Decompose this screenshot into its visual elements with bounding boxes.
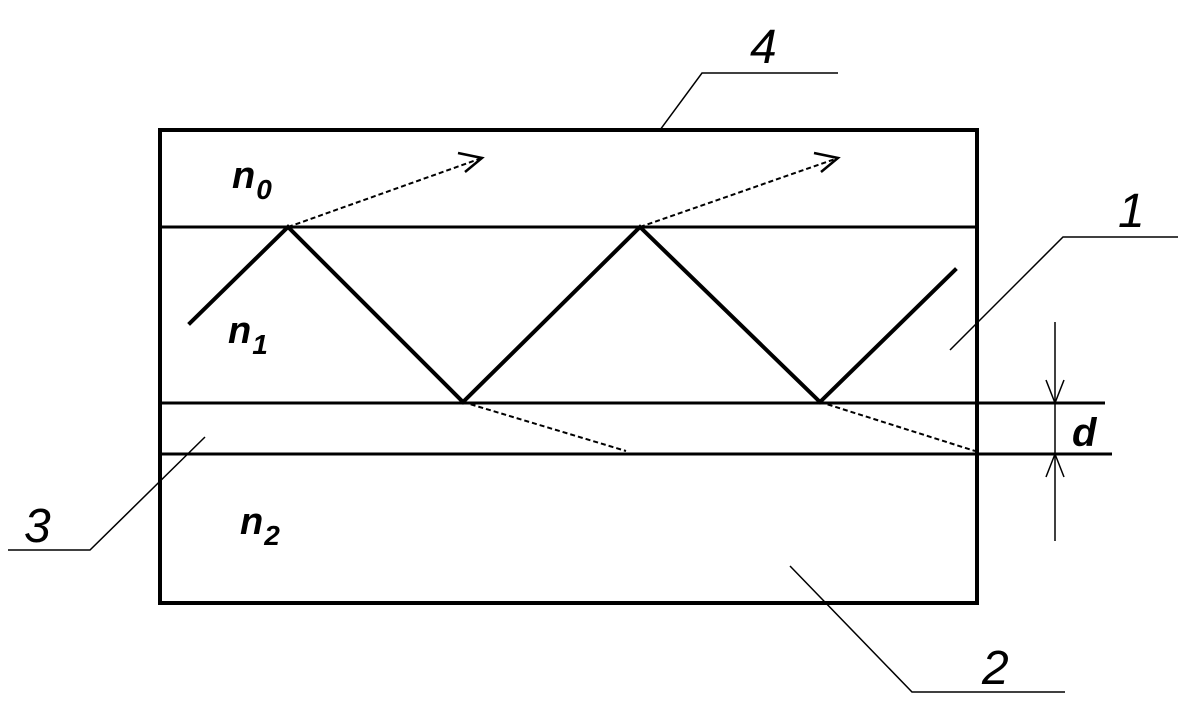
dimension-arrow-bottom: [1045, 451, 1065, 478]
label-n1: n1: [228, 310, 268, 360]
dimension-arrow-top: [1045, 379, 1065, 406]
label-n0: n0: [232, 155, 272, 205]
leaky-ray-lower-1: [462, 401, 627, 452]
arrowhead-upper-2: [813, 151, 841, 173]
guided-ray: [187, 224, 958, 405]
outer-frame: [158, 128, 979, 605]
leaky-ray-lower-2: [819, 401, 976, 452]
arrowhead-upper-1: [457, 151, 485, 173]
leader-4: [659, 72, 838, 131]
leader-1: [949, 236, 1178, 351]
callout-1: 1: [1118, 185, 1145, 238]
label-n2: n2: [240, 501, 280, 551]
callout-4: 4: [750, 21, 777, 74]
callout-3: 3: [24, 500, 51, 553]
leaky-ray-upper-2: [639, 157, 839, 228]
callout-2: 2: [981, 642, 1009, 695]
dimension-label-d: d: [1072, 411, 1098, 455]
leader-3: [8, 436, 206, 551]
leaky-ray-upper-1: [287, 157, 483, 228]
leader-2: [789, 565, 1065, 693]
